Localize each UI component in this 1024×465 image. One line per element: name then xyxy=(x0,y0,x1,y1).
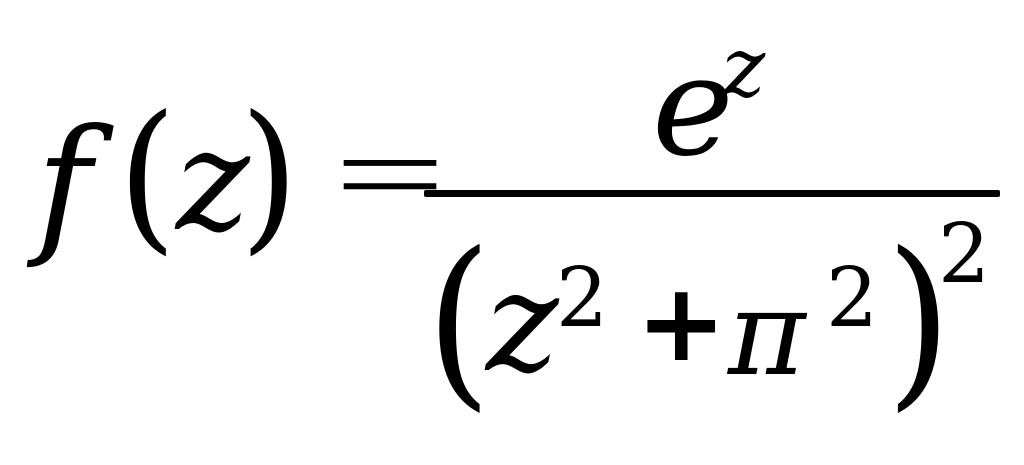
pi-exponent: 2 xyxy=(826,251,879,346)
left-close-parenthesis: ) xyxy=(240,82,299,270)
variable-z: z xyxy=(176,100,250,263)
denominator-exponent-z: 2 xyxy=(556,251,609,346)
denominator-variable-z: z xyxy=(486,242,559,403)
outer-exponent: 2 xyxy=(938,207,991,302)
denominator-close-parenthesis: ) xyxy=(886,212,952,429)
plus-sign: + xyxy=(636,261,727,386)
numerator-exponent-z: z xyxy=(722,21,766,116)
numerator-e: e xyxy=(652,26,734,187)
fraction-bar xyxy=(424,190,1000,197)
pi-symbol: π xyxy=(728,264,806,402)
left-open-parenthesis: ( xyxy=(118,82,177,270)
equals-sign: = xyxy=(328,84,453,256)
function-f: f xyxy=(36,98,92,272)
denominator-open-parenthesis: ( xyxy=(426,212,492,429)
